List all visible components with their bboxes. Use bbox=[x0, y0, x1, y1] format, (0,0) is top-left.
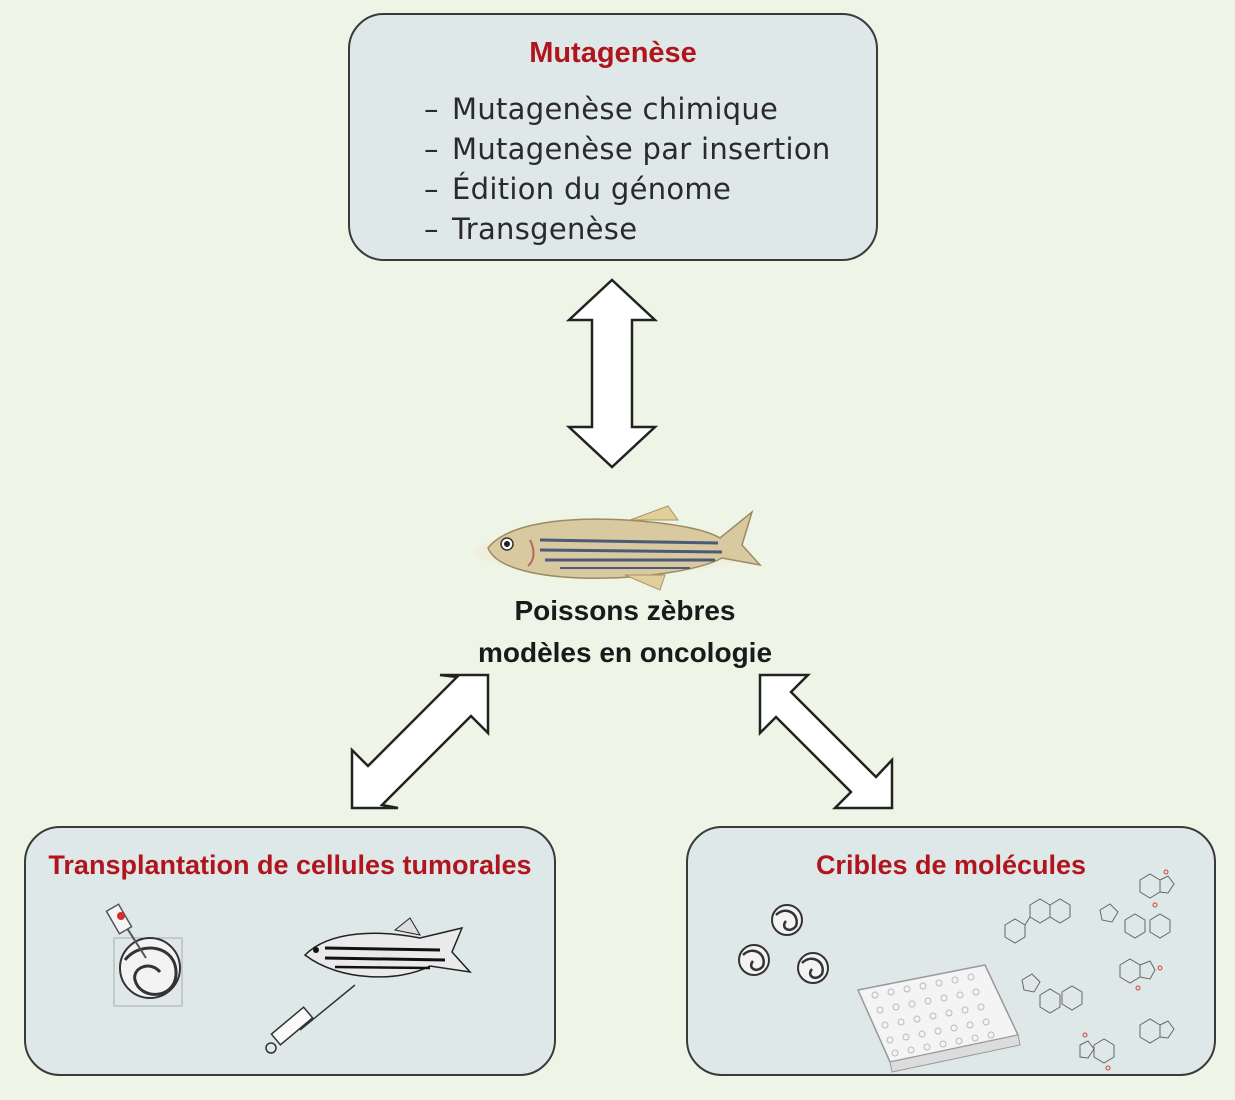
center-label: Poissons zèbres modèles en oncologie bbox=[410, 590, 840, 674]
mutagenesis-box: Mutagenèse –Mutagenèse chimique –Mutagen… bbox=[348, 13, 878, 261]
double-arrow-vertical bbox=[565, 278, 659, 469]
double-arrow-diagonal-left bbox=[350, 673, 490, 810]
list-item: –Transgenèse bbox=[424, 212, 638, 246]
zebrafish-illustration bbox=[474, 505, 763, 591]
center-label-line2: modèles en oncologie bbox=[477, 637, 773, 668]
center-label-line1: Poissons zèbres bbox=[514, 595, 736, 626]
mutagenesis-title: Mutagenèse bbox=[529, 37, 697, 69]
transplantation-box: Transplantation de cellules tumorales bbox=[24, 826, 556, 1076]
screening-title: Cribles de molécules bbox=[815, 850, 1087, 880]
list-item: –Édition du génome bbox=[424, 172, 732, 206]
screening-box: Cribles de molécules bbox=[686, 826, 1216, 1076]
list-item: –Mutagenèse par insertion bbox=[424, 132, 831, 166]
double-arrow-diagonal-right bbox=[758, 673, 894, 810]
list-item: –Mutagenèse chimique bbox=[424, 92, 779, 126]
transplantation-title: Transplantation de cellules tumorales bbox=[48, 850, 532, 880]
mutagenesis-list: –Mutagenèse chimique –Mutagenèse par ins… bbox=[424, 89, 831, 249]
